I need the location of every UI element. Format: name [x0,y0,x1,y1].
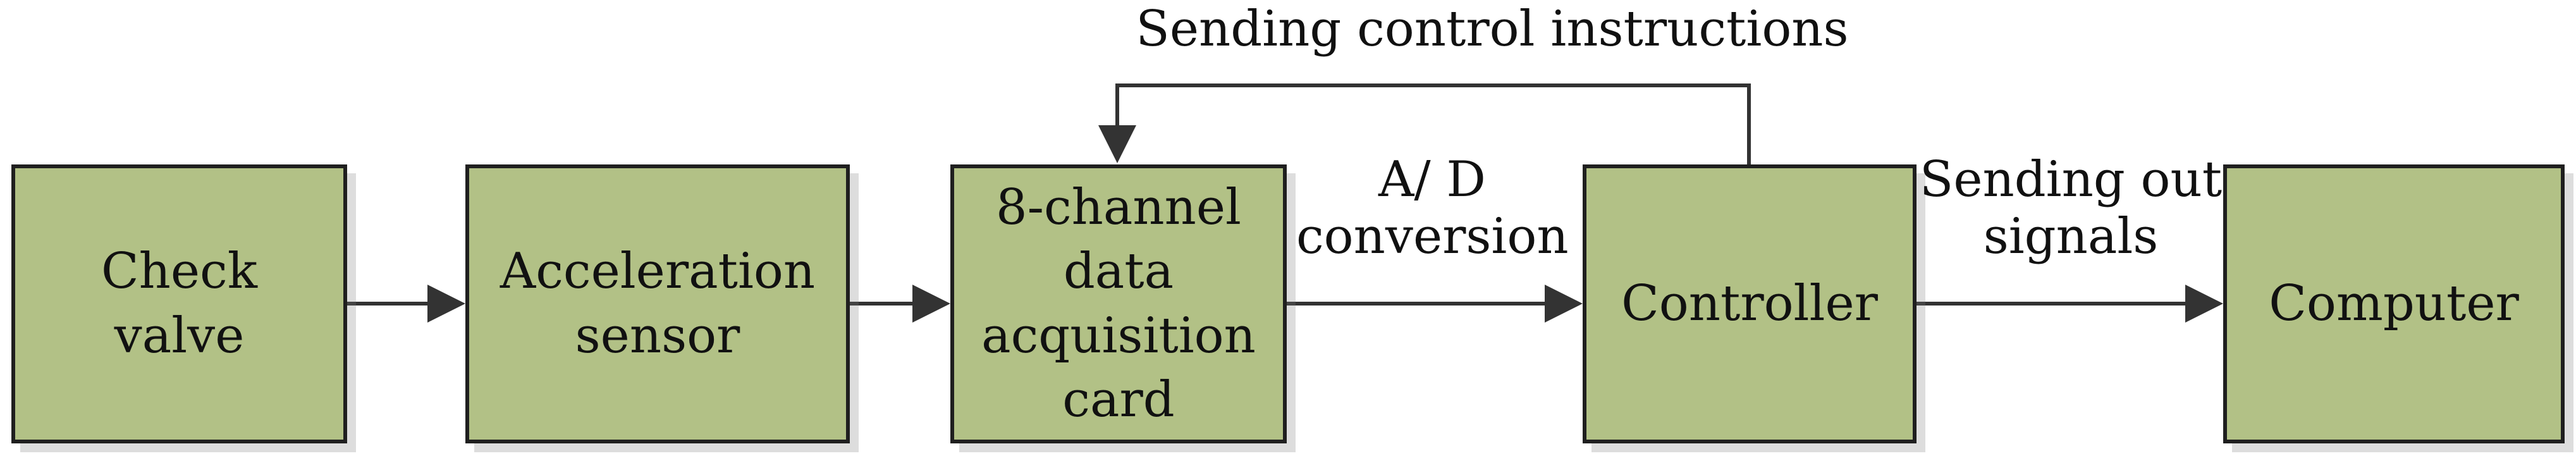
acceleration-sensor-block: Acceleration sensor [465,164,850,443]
check-valve-label: Check valve [101,243,258,364]
controller-label: Controller [1621,275,1878,332]
ad-conversion-label: A/ D conversion [1296,151,1569,265]
acceleration-sensor-label: Acceleration sensor [500,243,816,364]
arrow-feedback-controller-to-daq [1098,83,1751,164]
sending-out-label: Sending out signals [1919,151,2223,265]
computer-block: Computer [2223,164,2565,443]
controller-block: Controller [1583,164,1917,443]
daq-card-label: 8-channel data acquisition card [981,178,1256,428]
computer-label: Computer [2269,275,2519,332]
daq-card-block: 8-channel data acquisition card [950,164,1287,443]
feedback-label: Sending control instructions [1136,1,1849,58]
check-valve-block: Check valve [11,164,347,443]
